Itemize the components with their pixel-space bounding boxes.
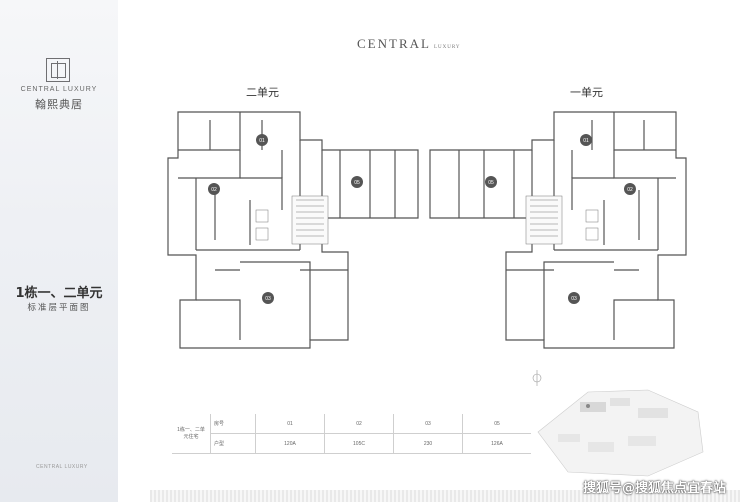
table-cell: 230	[393, 433, 463, 454]
room-badge-label: 03	[571, 296, 577, 302]
room-badge-label: 01	[583, 138, 589, 144]
room-badge-label: 03	[265, 296, 271, 302]
unit-label-two: 二单元	[246, 86, 279, 99]
room-badge	[568, 292, 580, 304]
table-cell: 02	[324, 414, 394, 434]
table-cell: 126A	[462, 433, 531, 454]
stair-right	[525, 195, 599, 245]
plan-walls-left	[167, 111, 419, 349]
plan-title: 1栋一、二单元	[15, 286, 103, 301]
table-cell: 120A	[255, 433, 325, 454]
table-row-head: 1栋一、二单元住宅	[172, 414, 211, 454]
room-badge-label: 02	[627, 187, 633, 193]
room-badge	[624, 183, 636, 195]
table-cell: 105C	[324, 433, 394, 454]
room-badge-label: 05	[354, 180, 360, 186]
brand-name-cn: 翰熙典居	[35, 98, 83, 111]
room-badge	[256, 134, 268, 146]
stair-left	[255, 195, 329, 245]
watermark: 搜狐号@搜狐焦点宜春站	[582, 481, 726, 496]
plan-walls-right	[429, 111, 687, 349]
sidebar: CENTRAL LUXURY 翰熙典居 1栋一、二单元 标准层平面图 CENTR…	[0, 0, 118, 502]
brand-logo-icon	[46, 58, 70, 82]
room-badges: 01 02 03 05 01 02 03 05	[208, 134, 636, 304]
header-logo-text: CENTRAL	[357, 36, 431, 51]
compass-icon	[532, 370, 542, 386]
room-badge	[208, 183, 220, 195]
brand-name-en: CENTRAL LUXURY	[20, 86, 98, 93]
plan-subtitle: 标准层平面图	[27, 303, 91, 313]
site-map	[537, 389, 704, 477]
room-badge	[580, 134, 592, 146]
table-cell: 05	[462, 414, 531, 434]
table-cell: 户型	[210, 433, 256, 454]
room-badge-label: 01	[259, 138, 265, 144]
unit-label-one: 一单元	[570, 86, 603, 99]
table-cell: 03	[393, 414, 463, 434]
header-logo-small: LUXURY	[433, 45, 461, 50]
room-badge	[262, 292, 274, 304]
unit-info-table: 1栋一、二单元住宅 房号 01 02 03 05 户型 120A 105C 23…	[172, 414, 531, 454]
room-badge-label: 02	[211, 187, 217, 193]
room-badge	[485, 176, 497, 188]
table-row: 户型 120A 105C 230 126A	[172, 433, 531, 454]
table-cell: 01	[255, 414, 325, 434]
room-badge	[351, 176, 363, 188]
table-cell: 房号	[210, 414, 256, 434]
room-badge-label: 05	[488, 180, 494, 186]
table-row: 1栋一、二单元住宅 房号 01 02 03 05	[172, 414, 531, 454]
bottom-strip	[150, 490, 740, 502]
sidebar-footer: CENTRAL LUXURY	[36, 464, 88, 470]
